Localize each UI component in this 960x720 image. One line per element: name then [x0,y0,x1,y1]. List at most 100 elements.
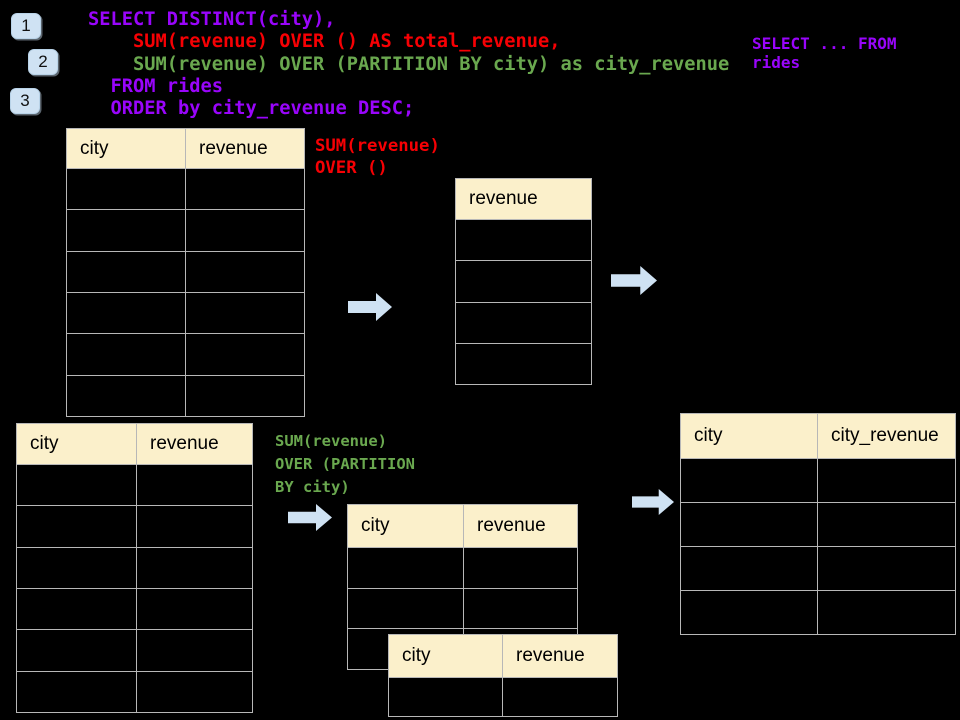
table-cell-empty [137,547,252,588]
annotation-line: OVER (PARTITION [275,455,415,473]
sql-code-line: ORDER by city_revenue DESC; [88,98,415,120]
table-cell-empty [137,588,252,630]
table-cell-empty [503,678,617,716]
table-body [17,464,252,712]
table-cell-empty [67,210,186,251]
table-cell-empty [67,169,186,210]
table-row [389,677,617,716]
annotation-line: OVER () [315,158,388,178]
table-cell-empty [681,503,818,546]
table-cell-empty [186,292,304,334]
side-code-line: rides [752,52,801,72]
table-row [456,219,591,261]
table-rides-bottom: city revenue [16,423,253,713]
table-cell-empty [67,334,186,375]
table-row [681,458,955,502]
table-cell-empty [348,548,464,588]
sql-code-line: SELECT DISTINCT(city), [88,9,336,30]
annotation-line: SUM(revenue) [275,432,387,450]
table-body [456,219,591,384]
column-header-city: city [348,505,464,547]
arrow-right-icon [348,293,392,321]
arrow-right-icon [611,266,657,295]
table-cell-empty [456,343,591,384]
table-cell-empty [389,678,503,716]
table-cell-empty [137,671,252,712]
table-rides-top: city revenue [66,128,305,417]
table-row [681,590,955,634]
step-badge-3: 3 [10,88,40,114]
table-row [681,546,955,590]
table-cell-empty [456,220,591,261]
sql-code-line: SUM(revenue) OVER () AS total_revenue, [88,31,561,53]
table-cell-empty [137,465,252,506]
table-cell-empty [17,506,137,547]
table-cell-empty [137,630,252,671]
table-body [681,458,955,634]
table-cell-empty [17,588,137,630]
column-header-revenue: revenue [469,188,538,209]
annotation-line: BY city) [275,478,350,496]
table-cell-empty [67,375,186,416]
table-row [348,587,577,629]
step-badge-2: 2 [28,49,58,75]
table-row [348,547,577,588]
sql-code-line: FROM rides [88,75,224,97]
table-cell-empty [681,459,818,502]
annotation-partition-by-city: SUM(revenue) OVER (PARTITION BY city) [275,430,415,499]
column-header-revenue: revenue [150,433,219,454]
table-cell-empty [186,375,304,416]
column-header-city: city [67,129,186,168]
column-header-city: city [389,635,503,677]
sql-code-line: SUM(revenue) OVER (PARTITION BY city) as… [88,53,730,75]
table-row [456,260,591,302]
table-row [67,250,304,292]
table-cell-empty [464,548,577,588]
column-header-city_revenue: city_revenue [831,425,939,446]
table-cell-empty [681,591,818,634]
table-cell-empty [17,630,137,671]
sql-query-code: SELECT DISTINCT(city), SUM(revenue) OVER… [88,9,729,120]
table-row [17,587,252,630]
table-cell-empty [818,591,955,634]
table-city-revenue: city city_revenue [680,413,956,635]
table-body [389,677,617,716]
table-cell-empty [818,503,955,546]
table-body [67,168,304,416]
annotation-total-revenue: SUM(revenue)OVER () [315,135,440,179]
table-cell-empty [348,588,464,629]
step-badge-1: 1 [11,13,41,39]
table-header-row: revenue [456,179,591,219]
table-cell-empty [17,465,137,506]
side-code-line: SELECT ... FROM [752,34,897,53]
table-row [456,342,591,384]
table-cell-empty [67,292,186,334]
table-header-row: city city_revenue [681,414,955,458]
table-total-revenue: revenue [455,178,592,385]
table-cell-empty [464,588,577,629]
table-cell-empty [17,547,137,588]
table-cell-empty [137,506,252,547]
table-row [17,546,252,588]
table-row [456,301,591,343]
table-row [67,168,304,210]
column-header-city: city [17,424,137,464]
table-row [67,209,304,251]
column-header-revenue: revenue [199,137,268,159]
table-cell-empty [186,251,304,292]
table-row [67,291,304,334]
column-header-city: city [681,414,818,458]
table-cell-empty [456,261,591,302]
table-cell-empty [67,251,186,292]
table-header-row: city revenue [67,129,304,168]
arrow-right-icon [632,489,674,515]
table-row [681,502,955,546]
table-cell-empty [681,547,818,590]
table-row [17,505,252,547]
table-cell-empty [456,302,591,343]
